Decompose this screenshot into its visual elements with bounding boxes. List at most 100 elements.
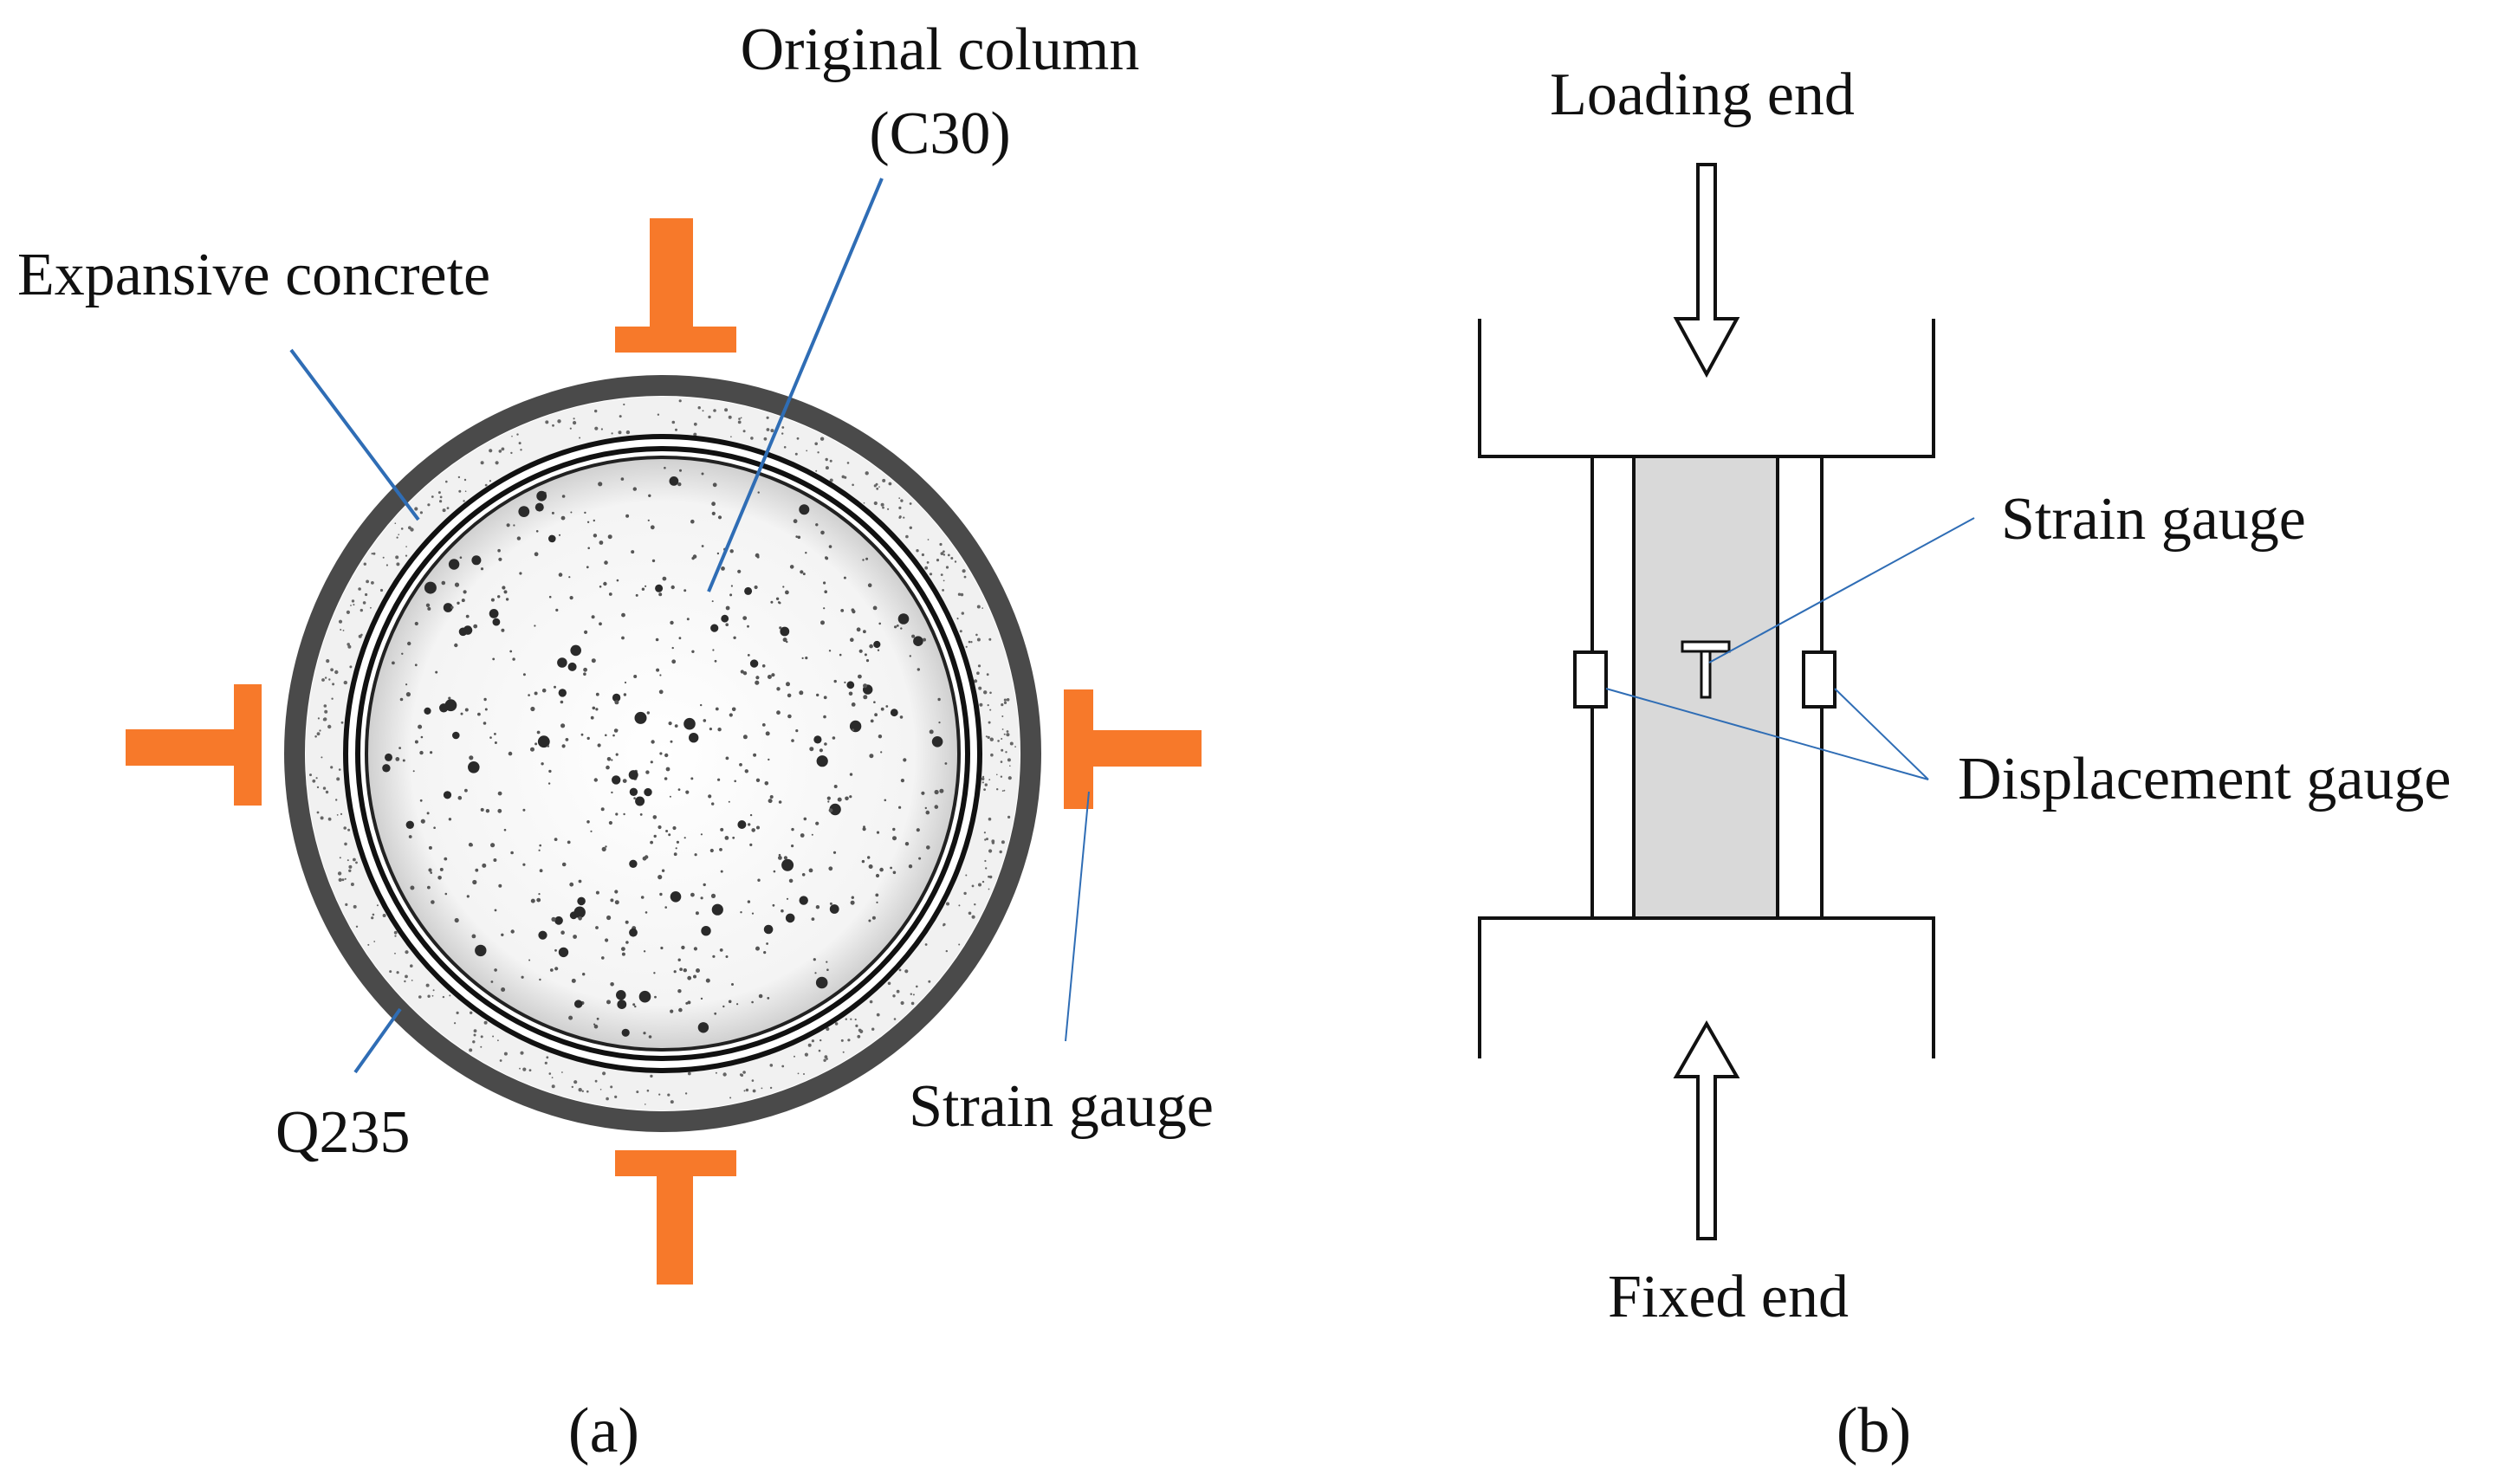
expansive-concrete-dot bbox=[657, 413, 660, 416]
aggregate-dot bbox=[757, 491, 760, 494]
expansive-concrete-dot bbox=[573, 417, 575, 420]
expansive-concrete-dot bbox=[405, 950, 409, 955]
expansive-concrete-dot bbox=[807, 1043, 812, 1047]
expansive-concrete-dot bbox=[355, 925, 359, 929]
displacement-gauge-right bbox=[1802, 650, 1837, 709]
aggregate-dot bbox=[502, 586, 506, 590]
expansive-concrete-dot bbox=[327, 817, 332, 821]
expansive-concrete-dot bbox=[411, 980, 413, 981]
aggregate-dot bbox=[601, 846, 606, 852]
aggregate-dot bbox=[708, 794, 712, 799]
expansive-concrete-dot bbox=[947, 553, 950, 557]
aggregate-dot bbox=[846, 681, 855, 689]
aggregate-dot bbox=[703, 883, 706, 887]
aggregate-dot bbox=[558, 534, 561, 536]
aggregate-dot bbox=[764, 781, 769, 786]
expansive-concrete-dot bbox=[520, 449, 522, 451]
expansive-concrete-dot bbox=[571, 1085, 573, 1089]
aggregate-dot bbox=[711, 502, 716, 507]
aggregate-dot bbox=[733, 636, 736, 639]
aggregate-dot bbox=[494, 741, 497, 744]
expansive-concrete-dot bbox=[372, 913, 375, 916]
aggregate-dot bbox=[405, 692, 411, 697]
expansive-concrete-dot bbox=[393, 930, 398, 935]
aggregate-dot bbox=[427, 606, 431, 611]
expansive-concrete-dot bbox=[909, 526, 913, 529]
expansive-concrete-dot bbox=[984, 783, 988, 786]
expansive-concrete-dot bbox=[912, 993, 915, 996]
aggregate-dot bbox=[665, 767, 670, 772]
aggregate-dot bbox=[805, 657, 808, 660]
aggregate-dot bbox=[773, 870, 776, 873]
aggregate-dot bbox=[725, 605, 730, 611]
strain-gauge-left bbox=[126, 684, 262, 806]
expansive-concrete-dot bbox=[824, 1055, 828, 1059]
expansive-concrete-dot bbox=[489, 449, 493, 453]
expansive-concrete-dot bbox=[658, 1093, 661, 1096]
aggregate-dot bbox=[873, 640, 881, 649]
aggregate-dot bbox=[722, 1005, 725, 1008]
aggregate-dot bbox=[711, 802, 715, 806]
aggregate-dot bbox=[577, 896, 586, 906]
aggregate-dot bbox=[710, 893, 716, 898]
expansive-concrete-dot bbox=[892, 994, 896, 998]
expansive-concrete-dot bbox=[472, 1040, 476, 1044]
expansive-concrete-dot bbox=[431, 495, 434, 498]
aggregate-dot bbox=[700, 833, 703, 836]
strain-gauge-symbol-b bbox=[1681, 640, 1731, 699]
expansive-concrete-dot bbox=[729, 1097, 732, 1099]
expansive-concrete-dot bbox=[854, 1018, 857, 1021]
aggregate-dot bbox=[512, 657, 515, 661]
expansive-concrete-dot bbox=[439, 495, 443, 499]
aggregate-dot bbox=[864, 653, 867, 657]
aggregate-dot bbox=[599, 622, 602, 626]
expansive-concrete-dot bbox=[337, 871, 342, 876]
aggregate-dot bbox=[689, 733, 699, 743]
aggregate-dot bbox=[614, 700, 619, 705]
aggregate-dot bbox=[560, 700, 564, 704]
expansive-concrete-dot bbox=[693, 432, 697, 437]
expansive-concrete-dot bbox=[958, 904, 961, 907]
aggregate-dot bbox=[770, 600, 774, 604]
aggregate-dot bbox=[622, 779, 627, 783]
aggregate-dot bbox=[755, 778, 761, 782]
aggregate-dot bbox=[560, 723, 566, 728]
expansive-concrete-dot bbox=[965, 874, 968, 877]
aggregate-dot bbox=[740, 911, 742, 914]
aggregate-dot bbox=[484, 708, 488, 711]
expansive-concrete-dot bbox=[924, 566, 929, 570]
aggregate-dot bbox=[651, 740, 655, 744]
expansive-concrete-dot bbox=[331, 697, 334, 700]
aggregate-dot bbox=[749, 813, 753, 817]
aggregate-dot bbox=[597, 743, 601, 747]
aggregate-dot bbox=[843, 576, 846, 579]
aggregate-dot bbox=[599, 540, 604, 545]
aggregate-dot bbox=[725, 623, 729, 626]
expansive-concrete-dot bbox=[389, 970, 392, 974]
expansive-concrete-dot bbox=[794, 1055, 795, 1058]
aggregate-dot bbox=[428, 845, 432, 850]
expansive-concrete-dot bbox=[817, 451, 819, 454]
aggregate-dot bbox=[568, 1015, 573, 1020]
expansive-concrete-dot bbox=[943, 553, 946, 556]
aggregate-dot bbox=[863, 825, 865, 829]
aggregate-dot bbox=[875, 893, 879, 897]
aggregate-dot bbox=[823, 715, 826, 719]
expansive-concrete-dot bbox=[396, 562, 400, 566]
expansive-concrete-dot bbox=[667, 1093, 670, 1097]
aggregate-dot bbox=[506, 523, 510, 527]
aggregate-dot bbox=[522, 863, 526, 866]
aggregate-dot bbox=[776, 687, 781, 691]
aggregate-dot bbox=[668, 722, 672, 726]
expansive-concrete-dot bbox=[1009, 741, 1014, 746]
expansive-concrete-dot bbox=[984, 859, 987, 863]
expansive-concrete-dot bbox=[358, 634, 362, 638]
expansive-concrete-dot bbox=[594, 426, 599, 430]
expansive-concrete-dot bbox=[974, 679, 978, 683]
aggregate-dot bbox=[863, 683, 868, 689]
expansive-concrete-dot bbox=[330, 766, 334, 769]
label-original-column: Original column bbox=[741, 16, 1140, 83]
aggregate-dot bbox=[584, 511, 586, 514]
aggregate-dot bbox=[904, 842, 910, 846]
aggregate-dot bbox=[725, 756, 729, 760]
